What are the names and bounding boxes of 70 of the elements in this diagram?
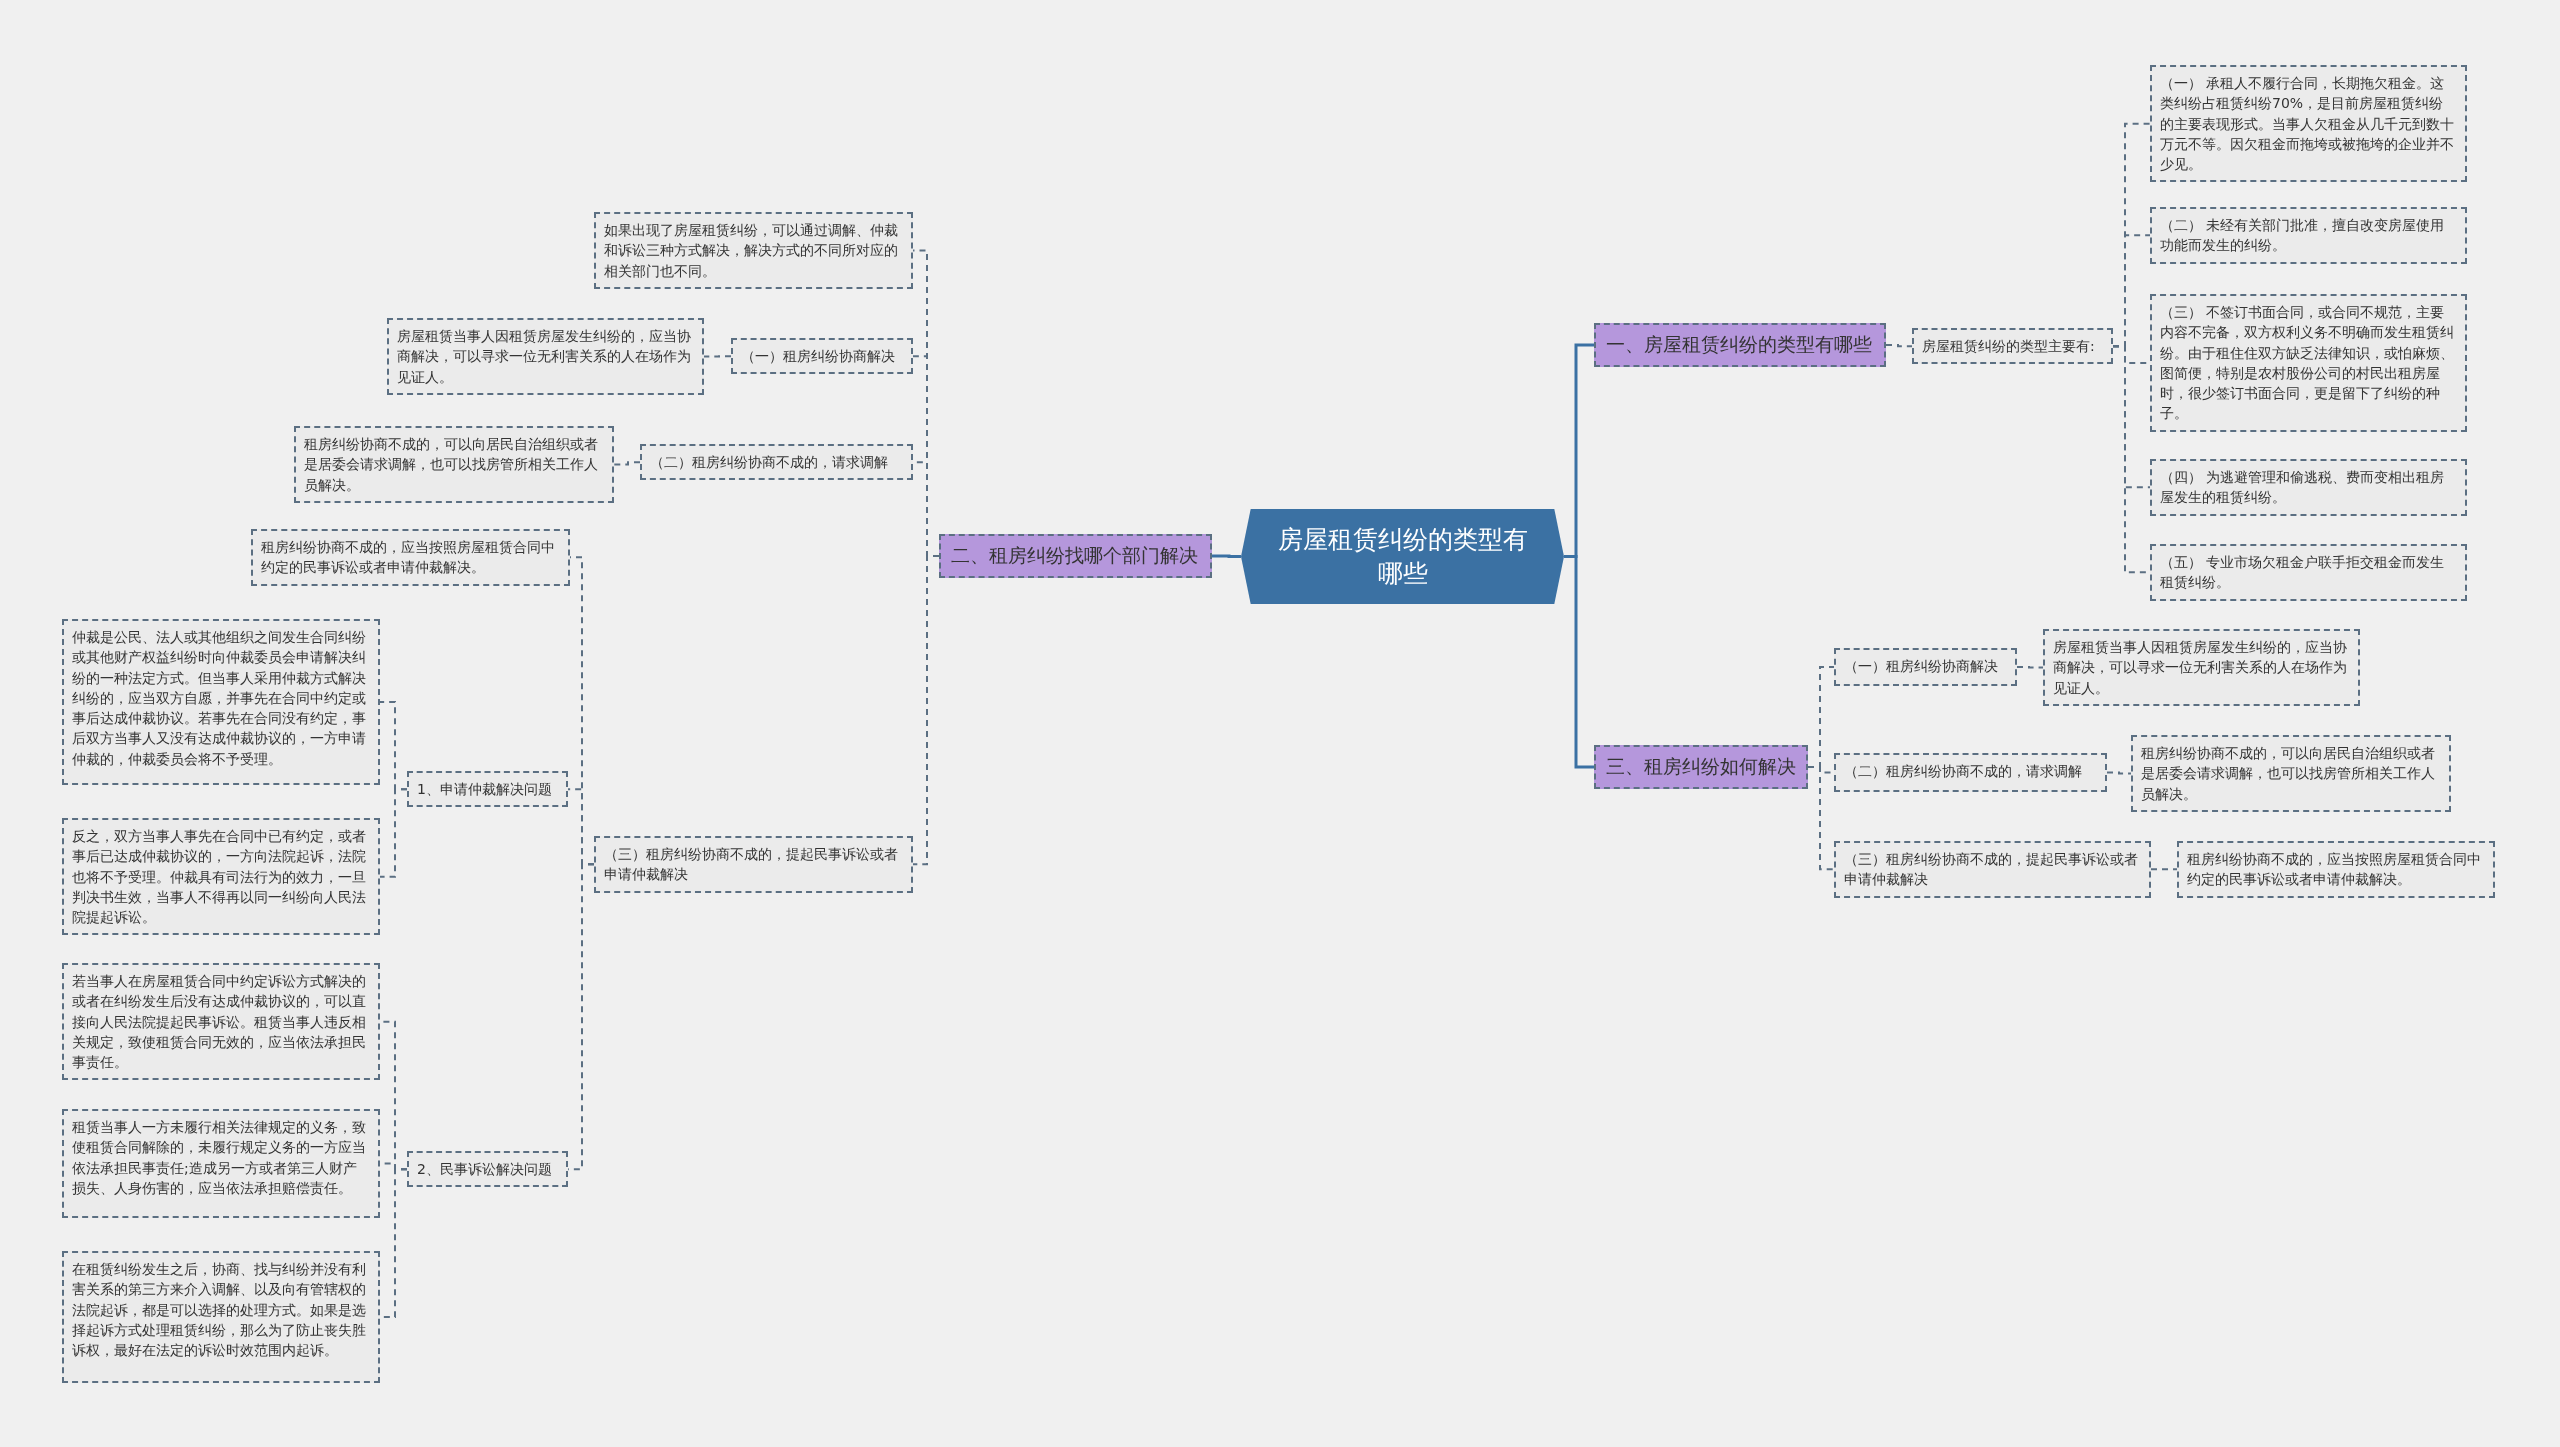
topic-text: 租房纠纷协商不成的，可以向居民自治组织或者是居委会请求调解，也可以找房管所相关工作人员解决。 <box>304 436 598 493</box>
topic-text: （四） 为逃避管理和偷逃税、费而变相出租房屋发生的租赁纠纷。 <box>2160 469 2445 506</box>
topic-box <box>2131 735 2451 812</box>
topic-text: （二）租房纠纷协商不成的，请求调解 <box>1844 763 2082 779</box>
topic-box <box>2150 544 2467 601</box>
topic-box <box>640 444 913 481</box>
topic-text: 1、申请仲裁解决问题 <box>417 781 552 797</box>
topic-box <box>387 318 704 395</box>
topic-text: （二） 未经有关部门批准，擅自改变房屋使用功能而发生的纠纷。 <box>2160 217 2445 254</box>
topic-box <box>1912 328 2113 365</box>
connector-line <box>703 355 732 358</box>
topic-box <box>2150 65 2467 183</box>
topic-text: 在租赁纠纷发生之后，协商、找与纠纷并没有利害关系的第三方来介入调解、以及向有管辖权的法院起诉，都是可以选择的处理方式。如果是选择起诉方式处理租赁纠纷，那么为了防止丧失胜诉权，最好在法定的诉讼时效范围内起诉。 <box>72 1261 366 1359</box>
topic-text: 租房纠纷协商不成的，可以向居民自治组织或者是居委会请求调解，也可以找房管所相关工作人员解决。 <box>2141 745 2435 802</box>
topic-box <box>2177 841 2495 898</box>
connector-line <box>1807 766 1835 871</box>
topic-text: 房屋租赁纠纷的类型有哪些 <box>1276 523 1529 590</box>
topic-text: 如果出现了房屋租赁纠纷，可以通过调解、仲裁和诉讼三种方式解决，解决方式的不同所对应的相关部门也不同。 <box>604 222 898 279</box>
topic-box <box>2043 629 2360 706</box>
branch-topic <box>1594 323 1886 367</box>
connector-line <box>1885 344 1913 348</box>
connector-line <box>2016 666 2044 669</box>
topic-box <box>1834 648 2017 686</box>
connector-line <box>2150 868 2178 871</box>
topic-text: （五） 专业市场欠租金户联手拒交租金而发生租赁纠纷。 <box>2160 554 2445 591</box>
topic-text: 三、租房纠纷如何解决 <box>1606 755 1796 777</box>
branch-topic <box>1594 745 1808 789</box>
connector-line <box>613 461 641 466</box>
topic-box <box>1834 753 2107 792</box>
topic-box <box>1834 841 2151 898</box>
connector-line <box>1212 554 1241 558</box>
topic-text: 房屋租赁纠纷的类型主要有: <box>1922 338 2095 354</box>
branch-topic <box>939 534 1212 578</box>
topic-text: 房屋租赁当事人因租赁房屋发生纠纷的，应当协商解决，可以寻求一位无利害关系的人在场作为见证人。 <box>2053 639 2347 696</box>
topic-text: （二）租房纠纷协商不成的，请求调解 <box>650 454 888 470</box>
topic-box <box>62 963 380 1081</box>
connector-line <box>379 788 408 878</box>
topic-text: （一）租房纠纷协商解决 <box>741 348 895 364</box>
topic-box <box>251 529 570 586</box>
topic-box <box>62 619 380 785</box>
topic-text: （一）租房纠纷协商解决 <box>1844 658 1998 674</box>
topic-box <box>62 1109 380 1218</box>
topic-box <box>294 426 614 503</box>
topic-text: 一、房屋租赁纠纷的类型有哪些 <box>1606 333 1872 355</box>
topic-text: 租房纠纷协商不成的，应当按照房屋租赁合同中约定的民事诉讼或者申请仲裁解决。 <box>261 539 555 576</box>
topic-text: （一） 承租人不履行合同，长期拖欠租金。这类纠纷占租赁纠纷70%，是目前房屋租赁纠纷的主要表现形式。当事人欠租金从几千元到数十万元不等。因欠租金而拖垮或被拖垮的企业并不少见。 <box>2160 75 2454 173</box>
topic-box <box>594 212 913 289</box>
topic-box <box>731 338 913 375</box>
topic-text: （三）租房纠纷协商不成的，提起民事诉讼或者申请仲裁解决 <box>1844 851 2138 888</box>
topic-box <box>62 818 380 936</box>
topic-box <box>2150 207 2467 264</box>
connector-line <box>1564 555 1594 769</box>
topic-text: 2、民事诉讼解决问题 <box>417 1161 552 1177</box>
topic-box <box>2150 294 2467 432</box>
topic-text: 租房纠纷协商不成的，应当按照房屋租赁合同中约定的民事诉讼或者申请仲裁解决。 <box>2187 851 2481 888</box>
topic-text: 仲裁是公民、法人或其他组织之间发生合同纠纷或其他财产权益纠纷时向仲裁委员会申请解决纠纷的一种法定方式。但当事人采用仲裁方式解决纠纷的，应当双方自愿，并事先在合同中约定或事后达成仲裁协议。若事先在合同没有约定，事后双方当事人又没有达成仲裁协议的，一方申请仲裁的，仲裁委员会将不予受理。 <box>72 629 366 767</box>
topic-box <box>407 1151 568 1188</box>
topic-text: 租赁当事人一方未履行相关法律规定的义务，致使租赁合同解除的，未履行规定义务的一方应当依法承担民事责任;造成另一方或者第三人财产损失、人身伤害的，应当依法承担赔偿责任。 <box>72 1119 366 1196</box>
connector-line <box>912 555 940 866</box>
topic-text: （三） 不签订书面合同，或合同不规范，主要内容不完备，双方权利义务不明确而发生租赁纠纷。由于租住住双方缺乏法律知识，或怕麻烦、图简便，特别是农村股份公司的村民出租房屋时，很少签订书面合同，更是留下了纠纷的种子。 <box>2160 304 2454 422</box>
topic-text: 反之，双方当事人事先在合同中已有约定，或者事后已达成仲裁协议的，一方向法院起诉，法院也将不予受理。仲裁具有司法行为的效力，一旦判决书生效，当事人不得再以同一纠纷向人民法院提起诉讼。 <box>72 828 366 926</box>
topic-text: （三）租房纠纷协商不成的，提起民事诉讼或者申请仲裁解决 <box>604 846 898 883</box>
topic-box <box>594 836 913 893</box>
topic-box <box>62 1251 380 1383</box>
topic-text: 若当事人在房屋租赁合同中约定诉讼方式解决的或者在纠纷发生后没有达成仲裁协议的，可以直接向人民法院提起民事诉讼。租赁当事人违反相关规定，致使租赁合同无效的，应当依法承担民事责任。 <box>72 973 366 1071</box>
topic-box <box>407 771 568 808</box>
topic-text: 二、租房纠纷找哪个部门解决 <box>951 544 1198 566</box>
topic-text: 房屋租赁当事人因租赁房屋发生纠纷的，应当协商解决，可以寻求一位无利害关系的人在场作为见证人。 <box>397 328 691 385</box>
topic-box <box>2150 459 2467 516</box>
connector-line <box>2106 771 2132 775</box>
